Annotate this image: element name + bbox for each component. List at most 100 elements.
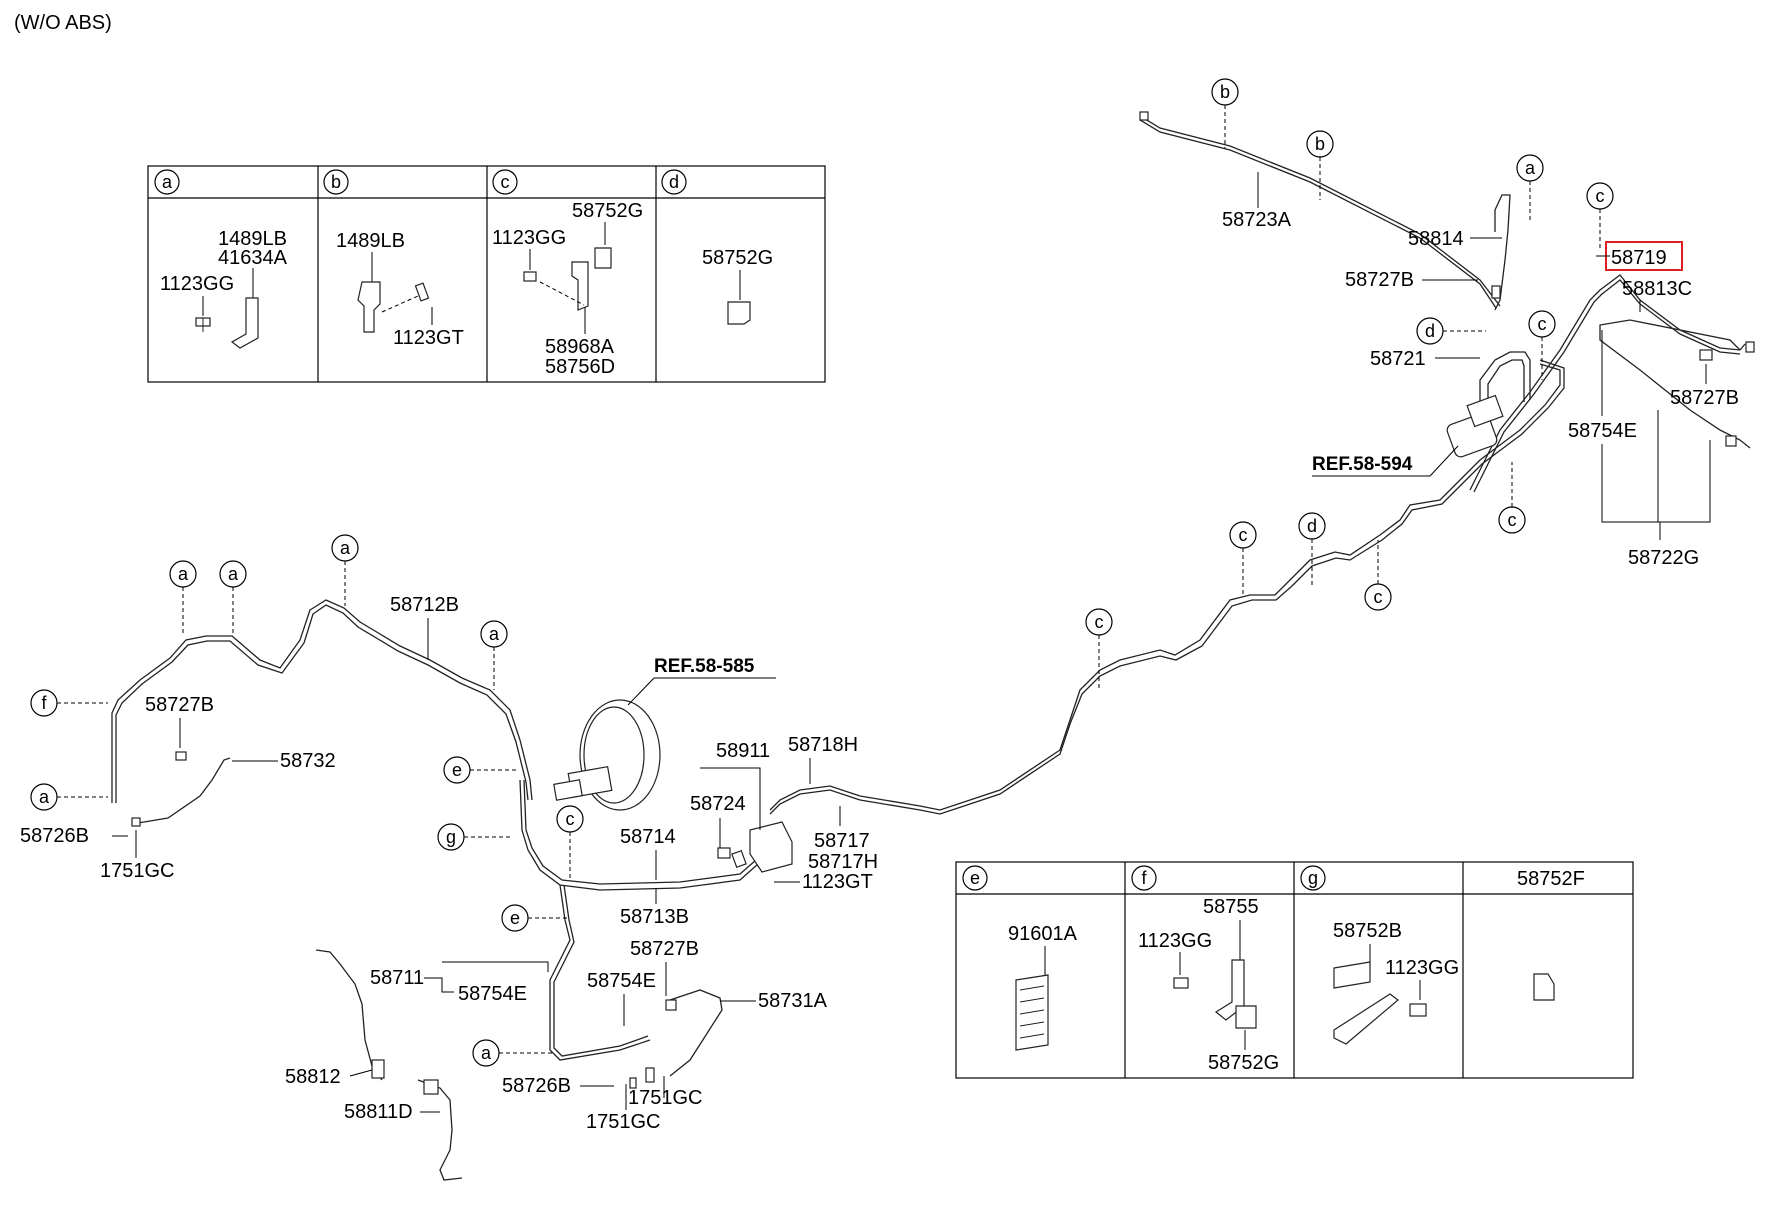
circle-letter: c bbox=[1095, 612, 1104, 632]
callout-58812: 58812 bbox=[285, 1066, 341, 1088]
clip-icon bbox=[594, 247, 612, 269]
part-label: 1123GG bbox=[1138, 930, 1212, 952]
circle-letter: e bbox=[510, 908, 520, 928]
callout-58721: 58721 bbox=[1370, 348, 1426, 370]
clip-icon bbox=[1533, 973, 1555, 1001]
circle-letter: d bbox=[1425, 321, 1435, 341]
callout-58712B: 58712B bbox=[390, 594, 459, 616]
table-top-header-a: a bbox=[162, 172, 173, 192]
callout-58727B: 58727B bbox=[1345, 269, 1414, 291]
bolt-icon bbox=[1409, 1003, 1427, 1017]
callout-58717H: 58717H bbox=[808, 851, 878, 873]
table-bottom-header-58752F: 58752F bbox=[1517, 868, 1585, 890]
circle-letter: g bbox=[446, 827, 456, 847]
bolt-icon bbox=[414, 282, 430, 302]
callout-58724: 58724 bbox=[690, 793, 746, 815]
callout-58754E: 58754E bbox=[587, 970, 656, 992]
circle-letter: c bbox=[1374, 587, 1383, 607]
callout-58717: 58717 bbox=[814, 830, 870, 852]
clip-icon bbox=[1333, 961, 1371, 989]
callout-58754E: 58754E bbox=[1568, 420, 1637, 442]
circle-letter: c bbox=[566, 809, 575, 829]
part-label: 58752G bbox=[572, 200, 643, 222]
circle-letter: b bbox=[1220, 82, 1230, 102]
ref-label-58-594: REF.58-594 bbox=[1312, 454, 1413, 475]
part-label: 1489LB bbox=[336, 230, 405, 252]
bracket-icon bbox=[357, 281, 381, 333]
table-top-header-c: c bbox=[501, 172, 510, 192]
circle-letter: a bbox=[340, 538, 351, 558]
part-label: 1489LB bbox=[218, 228, 287, 250]
circle-letter: c bbox=[1596, 186, 1605, 206]
callout-58754E: 58754E bbox=[458, 983, 527, 1005]
circle-letter: a bbox=[228, 564, 239, 584]
circle-letter: a bbox=[1525, 158, 1536, 178]
callout-1751GC: 1751GC bbox=[586, 1111, 661, 1133]
part-label: 58752G bbox=[1208, 1052, 1279, 1074]
circle-letter: c bbox=[1508, 510, 1517, 530]
part-label: 58752G bbox=[702, 247, 773, 269]
callout-58814: 58814 bbox=[1408, 228, 1464, 250]
circle-letter: a bbox=[39, 787, 50, 807]
part-label: 1123GG bbox=[1385, 957, 1459, 979]
clip-icon bbox=[727, 301, 751, 325]
bolt-icon bbox=[523, 271, 537, 282]
part-label: 58752B bbox=[1333, 920, 1402, 942]
part-label: 91601A bbox=[1008, 923, 1078, 945]
legend-table-bottom: e f g 58752F 91601A 58755 1123GG 58752G … bbox=[955, 861, 1634, 1079]
circle-letter: d bbox=[1307, 516, 1317, 536]
legend-table-top: a b c d 1489LB 41634A 1123GG 1489LB 1123… bbox=[147, 165, 826, 383]
bracket-icon bbox=[230, 297, 259, 349]
callout-58722G: 58722G bbox=[1628, 547, 1699, 569]
brake-booster bbox=[553, 699, 661, 811]
proportioning-valve bbox=[1446, 394, 1504, 458]
callout-58732: 58732 bbox=[280, 750, 336, 772]
bracket-58911 bbox=[749, 821, 793, 873]
ref-label-58-585: REF.58-585 bbox=[654, 656, 755, 677]
circle-letter: f bbox=[41, 693, 47, 713]
callout-58911: 58911 bbox=[716, 740, 770, 762]
circle-letter: a bbox=[178, 564, 189, 584]
circle-letter: c bbox=[1239, 525, 1248, 545]
callout-1751GC: 1751GC bbox=[100, 860, 175, 882]
callout-58731A: 58731A bbox=[758, 990, 828, 1012]
circle-letter: c bbox=[1538, 314, 1547, 334]
table-bottom-header-e: e bbox=[970, 868, 980, 888]
callout-circles: b b a c d c c c d c c a a a a f a e bbox=[30, 78, 1614, 1067]
callout-58811D: 58811D bbox=[344, 1101, 413, 1123]
table-top-header-b: b bbox=[331, 172, 341, 192]
part-label: 41634A bbox=[218, 247, 288, 269]
callout-58727B: 58727B bbox=[145, 694, 214, 716]
callout-58813C: 58813C bbox=[1622, 278, 1692, 300]
part-label: 58968A bbox=[545, 336, 615, 358]
circle-letter: a bbox=[481, 1043, 492, 1063]
bracket-icon bbox=[571, 261, 589, 311]
callout-58711: 58711 bbox=[370, 967, 424, 989]
callout-58723A: 58723A bbox=[1222, 209, 1292, 231]
callout-1123GT: 1123GT bbox=[802, 871, 873, 893]
callout-58726B: 58726B bbox=[502, 1075, 571, 1097]
callout-58714: 58714 bbox=[620, 826, 676, 848]
callout-58719: 58719 bbox=[1611, 247, 1667, 269]
header-note: (W/O ABS) bbox=[14, 12, 112, 34]
part-label: 58756D bbox=[545, 356, 615, 378]
bracket-icon bbox=[1214, 959, 1245, 1021]
callout-58727B: 58727B bbox=[1670, 387, 1739, 409]
circle-letter: e bbox=[452, 760, 462, 780]
brake-pipes bbox=[111, 115, 1751, 1181]
part-label: 1123GG bbox=[160, 273, 234, 295]
callout-58713B: 58713B bbox=[620, 906, 689, 928]
table-bottom-header-f: f bbox=[1141, 868, 1147, 888]
circle-letter: b bbox=[1315, 134, 1325, 154]
part-label: 1123GT bbox=[393, 327, 464, 349]
callout-58718H: 58718H bbox=[788, 734, 858, 756]
fittings bbox=[131, 111, 1755, 1095]
clip-icon bbox=[1235, 1005, 1257, 1029]
part-callouts: 58723A 58814 58727B 58719 58813C 58727B … bbox=[20, 172, 1739, 1133]
bracket-icon bbox=[1333, 993, 1399, 1045]
part-label: 1123GG bbox=[492, 227, 566, 249]
bolt-icon bbox=[1173, 977, 1189, 989]
table-bottom-header-g: g bbox=[1308, 868, 1318, 888]
table-top-header-d: d bbox=[669, 172, 679, 192]
